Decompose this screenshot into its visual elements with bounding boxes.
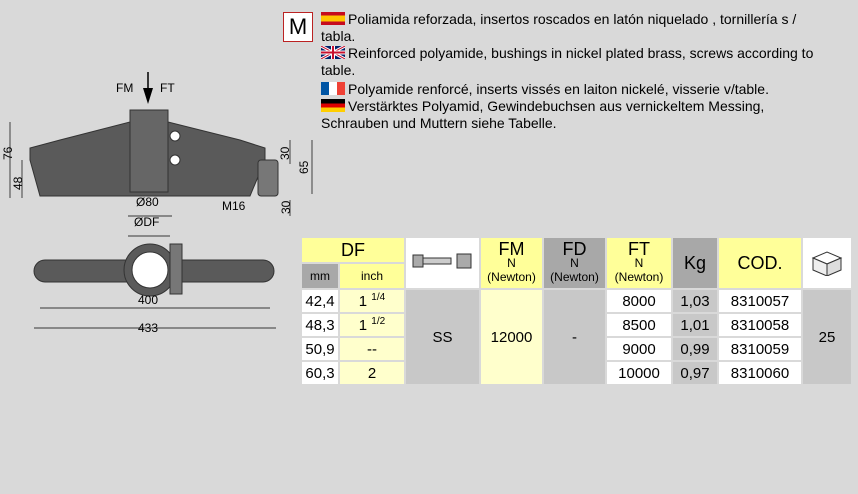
row-kg: 1,03: [673, 290, 717, 312]
screw-nut-icon: [412, 253, 471, 269]
description-en: Reinforced polyamide, bushings in nickel…: [321, 45, 821, 79]
description-fr: Polyamide renforcé, inserts vissés en la…: [321, 81, 821, 98]
dim-d80: Ø80: [136, 195, 159, 209]
row-inch: 2: [340, 362, 404, 384]
bolt-hole-top: [169, 130, 181, 142]
header-fm-sub: (Newton): [487, 270, 536, 284]
fm-label: FM: [116, 81, 133, 95]
row-kg: 0,99: [673, 338, 717, 360]
header-fm: FM: [498, 239, 525, 259]
dim-ddf: ØDF: [134, 215, 159, 229]
row-mm: 48,3: [302, 314, 338, 336]
row-kg: 1,01: [673, 314, 717, 336]
header-fm-unit: N: [507, 256, 516, 270]
row-ft: 10000: [607, 362, 671, 384]
row-cod: 8310060: [719, 362, 801, 384]
header-df: DF: [302, 238, 404, 262]
dim-400: 400: [138, 293, 158, 307]
clamp-center-post: [129, 109, 169, 193]
material-code-box: M: [283, 12, 313, 42]
header-fd: FD: [562, 239, 587, 259]
row-cod: 8310057: [719, 290, 801, 312]
ft-label: FT: [160, 81, 175, 95]
row-mm: 42,4: [302, 290, 338, 312]
description-fr-text: Polyamide renforcé, inserts vissés en la…: [348, 81, 769, 97]
uk-flag-icon: [321, 46, 345, 59]
header-ft-unit: N: [634, 256, 644, 270]
pack-value: 25: [803, 290, 851, 384]
header-mm: mm: [302, 264, 338, 288]
description-es-text: Poliamida reforzada, insertos roscados e…: [321, 11, 797, 44]
header-kg: Kg: [673, 238, 717, 288]
clamp-bore: [131, 251, 169, 289]
thread-insert: [257, 159, 279, 197]
package-header-cell: [803, 238, 851, 288]
spain-flag-icon: [321, 12, 345, 25]
row-cod: 8310058: [719, 314, 801, 336]
table-row: 60,3 2 10000 0,97 8310060: [302, 362, 851, 384]
spec-table: DF FM N (Newton) FD N (Newton) FT N (New…: [300, 236, 853, 386]
header-fd-unit: N: [570, 256, 579, 270]
description-es: Poliamida reforzada, insertos roscados e…: [321, 11, 821, 45]
table-row: 48,3 1 1/2 8500 1,01 8310058: [302, 314, 851, 336]
france-flag-icon: [321, 82, 345, 95]
row-inch: 1 1/2: [340, 314, 404, 336]
dim-30-bottom: 30: [279, 200, 293, 214]
header-ft-sub: (Newton): [614, 270, 664, 284]
dim-65: 65: [297, 160, 311, 174]
row-ft: 8000: [607, 290, 671, 312]
row-kg: 0,97: [673, 362, 717, 384]
row-cod: 8310059: [719, 338, 801, 360]
table-row: 42,4 1 1/4 SS 12000 - 8000 1,03 8310057 …: [302, 290, 851, 384]
force-arrow-head: [143, 88, 153, 104]
row-mm: 60,3: [302, 362, 338, 384]
header-fm-cell: FM N (Newton): [481, 238, 542, 288]
table-row: 50,9 -- 9000 0,99 8310059: [302, 338, 851, 360]
header-cod: COD.: [719, 238, 801, 288]
description-en-text: Reinforced polyamide, bushings in nickel…: [321, 45, 814, 78]
row-inch: 1 1/4: [340, 290, 404, 312]
header-ft-cell: FT N (Newton): [607, 238, 671, 288]
row-mm: 50,9: [302, 338, 338, 360]
header-fd-cell: FD N (Newton): [544, 238, 605, 288]
dim-433: 433: [138, 321, 158, 335]
box-icon: [811, 251, 843, 277]
description-de: Verstärktes Polyamid, Gewindebuchsen aus…: [321, 98, 821, 132]
fm-value: 12000: [481, 290, 542, 384]
fd-value: -: [544, 290, 605, 384]
bolt-hole-bottom: [169, 154, 181, 166]
technical-drawing: FM FT 76 48 30 65 30 M16 Ø80 ØDF 400 433: [1, 72, 313, 335]
clamp-bolt: [169, 243, 183, 295]
dim-76: 76: [1, 146, 15, 160]
header-ft: FT: [628, 239, 650, 259]
row-inch: --: [340, 338, 404, 360]
thread-label: M16: [222, 199, 246, 213]
dim-30-top: 30: [278, 146, 292, 160]
header-fd-sub: (Newton): [550, 270, 599, 284]
screw-header-cell: [406, 238, 479, 288]
germany-flag-icon: [321, 99, 345, 112]
description-de-text: Verstärktes Polyamid, Gewindebuchsen aus…: [321, 98, 765, 131]
header-inch: inch: [340, 264, 404, 288]
screw-value: SS: [406, 290, 479, 384]
row-ft: 8500: [607, 314, 671, 336]
dim-48: 48: [11, 176, 25, 190]
row-ft: 9000: [607, 338, 671, 360]
